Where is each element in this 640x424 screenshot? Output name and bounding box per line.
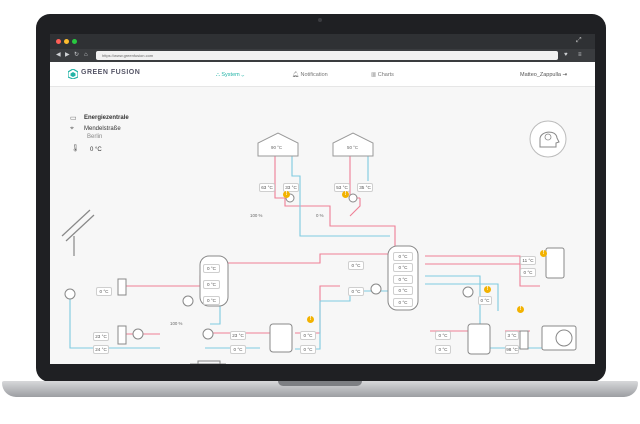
user-name: Matteo_Zappulla <box>520 72 561 78</box>
gas-boiler <box>545 247 565 279</box>
building-right-icon <box>332 132 374 157</box>
warning-badge[interactable]: ! <box>484 286 491 293</box>
nav-notification[interactable]: 🔔︎ Notification <box>292 72 328 78</box>
browser-menu-icon[interactable]: ≡ <box>578 52 582 58</box>
app-header <box>50 62 595 87</box>
system-icon: ⛬ <box>216 72 222 78</box>
chevron-down-icon: ⌄ <box>241 72 245 78</box>
bookmark-icon[interactable]: ♥ <box>564 52 568 58</box>
reload-icon[interactable]: ↻ <box>74 52 80 58</box>
hp-flow-label: 23 °C <box>93 332 109 341</box>
exchanger-out-label: 0 °C <box>300 331 316 340</box>
main-tank-temp-1: 0 °C <box>393 252 413 261</box>
valve2-percent: 0 % <box>316 213 324 218</box>
nav-notification-label: Notification <box>300 72 328 78</box>
heatpump-low-label: 98 °C <box>505 345 519 354</box>
boiler-return-label: 0 °C <box>520 268 536 277</box>
b2-flow-label: 53 °C <box>334 183 350 192</box>
b1-flow-label: 63 °C <box>259 183 275 192</box>
hp-return-label: 24 °C <box>93 345 109 354</box>
mid-valve-percent: 100 % <box>170 321 183 326</box>
screen: ⤢ ◀ ▶ ↻ ⌂ https://www.greenfusion.com ♥ … <box>50 34 595 364</box>
building-left-icon <box>257 132 299 157</box>
browser-titlebar: ⤢ <box>50 34 595 49</box>
building-left-temp: 90 °C <box>271 145 283 150</box>
main-tank-temp-4: 0 °C <box>393 286 413 295</box>
user-menu[interactable]: Matteo_Zappulla ⇥ <box>520 72 567 78</box>
main-tank-temp-2: 0 °C <box>393 263 413 272</box>
buffer-tank-temp-1: 0 °C <box>203 264 220 273</box>
minimize-window-button[interactable] <box>64 39 69 44</box>
nav-charts[interactable]: ▥ Charts <box>371 72 394 78</box>
top-mix-1: 0 °C <box>348 261 364 270</box>
heat-exchanger-left <box>269 323 293 353</box>
site-city: Berlin <box>87 134 103 140</box>
bell-icon: 🔔︎ <box>292 72 301 78</box>
main-tank-temp-5: 0 °C <box>393 298 413 307</box>
fullscreen-icon[interactable]: ⤢ <box>576 37 582 44</box>
buffer-tank-temp-2: 0 °C <box>203 280 220 289</box>
building-right-temp: 50 °C <box>347 145 359 150</box>
address-bar[interactable]: https://www.greenfusion.com <box>96 51 558 60</box>
warning-badge[interactable]: ! <box>517 306 524 313</box>
b2-return-label: 35 °C <box>357 183 373 192</box>
warning-badge[interactable]: ! <box>540 250 547 257</box>
logout-icon[interactable]: ⇥ <box>562 72 568 78</box>
close-window-button[interactable] <box>56 39 61 44</box>
ai-control-icon[interactable] <box>528 119 568 159</box>
solar-temp-label: 0 °C <box>96 287 112 296</box>
b1-return-label: 33 °C <box>283 183 299 192</box>
exchanger-return-label: 0 °C <box>230 345 246 354</box>
hydraulic-schematic <box>61 132 577 364</box>
nav-system-label: System <box>221 72 240 78</box>
laptop-notch <box>278 381 362 386</box>
boiler-icon: ▭ <box>70 115 77 122</box>
geothermal-probe-icon <box>190 360 226 364</box>
thermometer-icon: 🌡︎ <box>71 145 80 152</box>
heat-exchanger-right <box>467 323 491 355</box>
heat-pump-unit <box>541 325 577 351</box>
pump-out-label: 23 °C <box>230 331 246 340</box>
main-tank-temp-3: 0 °C <box>393 275 413 284</box>
outside-temperature: 0 °C <box>90 147 102 153</box>
warning-badge[interactable]: ! <box>307 316 314 323</box>
right-mid-label: 0 °C <box>478 296 492 305</box>
back-icon[interactable]: ◀ <box>56 52 61 58</box>
home-icon[interactable]: ⌂ <box>84 52 88 58</box>
heatpump-flow-label: 0 °C <box>435 331 451 340</box>
solar-collector-icon <box>61 209 95 256</box>
site-name: Energiezentrale <box>84 115 129 121</box>
warning-badge[interactable]: ! <box>283 191 290 198</box>
warning-badge[interactable]: ! <box>342 191 349 198</box>
site-street: Mendelstraße <box>84 126 121 132</box>
location-pin-icon: ⌖ <box>70 125 74 132</box>
buffer-tank-temp-3: 0 °C <box>203 296 220 305</box>
brand-name: GREEN FUSION <box>81 69 141 76</box>
valve1-percent: 100 % <box>250 213 263 218</box>
nav-charts-label: Charts <box>377 72 394 78</box>
heatpump-return-label: 0 °C <box>435 345 451 354</box>
exchanger-top-label: 0 °C <box>300 345 316 354</box>
boiler-flow-label: 11 °C <box>520 256 536 265</box>
nav-system[interactable]: ⛬ System ⌄ <box>216 72 244 79</box>
webcam <box>318 18 322 22</box>
chart-icon: ▥ <box>371 72 378 78</box>
forward-icon[interactable]: ▶ <box>65 52 70 58</box>
heatpump-ret2-label: 3 °C <box>505 331 519 340</box>
maximize-window-button[interactable] <box>72 39 77 44</box>
laptop-base <box>2 381 638 397</box>
top-mix-2: 0 °C <box>348 287 364 296</box>
brand-logo-icon <box>68 69 78 79</box>
